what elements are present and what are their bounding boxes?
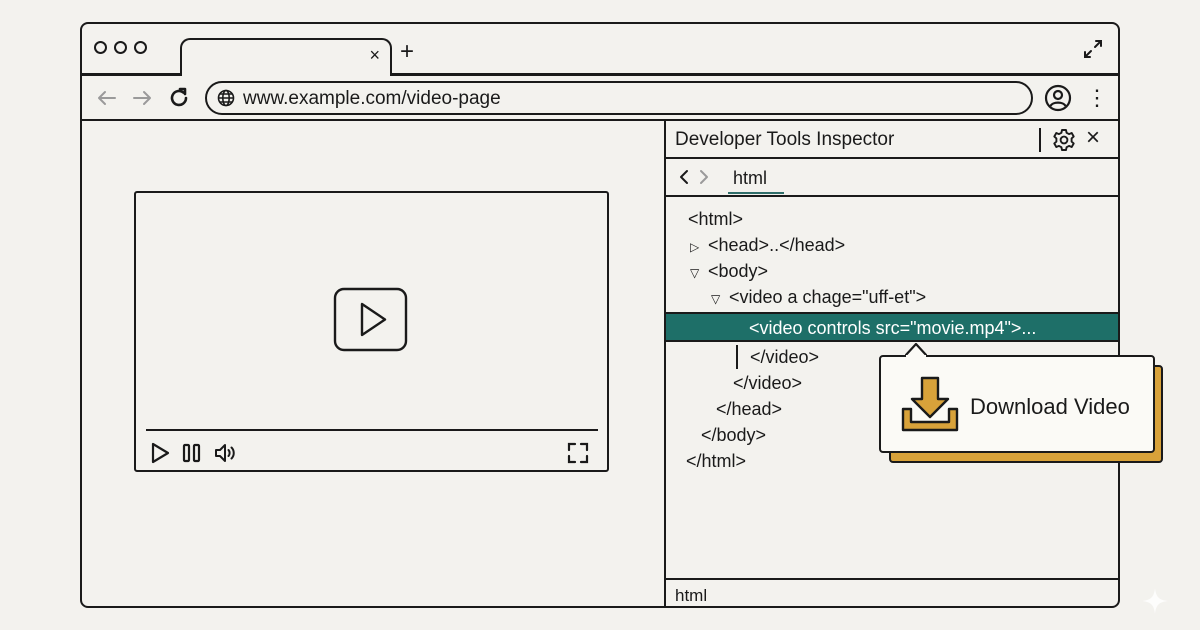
dom-node[interactable]: </video>: [750, 347, 820, 367]
chevron-right-icon[interactable]: [696, 168, 712, 186]
download-video-button[interactable]: Download Video: [879, 355, 1155, 453]
tab-divider: [390, 73, 1118, 76]
tab-divider: [82, 73, 182, 76]
selected-dom-node[interactable]: <video controls src="movie.mp4">...: [666, 312, 1118, 342]
dom-node[interactable]: </body>: [701, 425, 767, 445]
devtools-panel: Developer Tools Inspector × html <html>: [664, 121, 1118, 606]
status-breadcrumb[interactable]: html: [675, 586, 708, 605]
breadcrumb-active-indicator: [728, 192, 784, 194]
dom-node-label: <video controls src="movie.mp4">...: [749, 318, 1037, 338]
sparkle-icon: [1142, 588, 1168, 614]
window-close-dot[interactable]: [94, 41, 107, 54]
tab-close-button[interactable]: ×: [369, 45, 380, 65]
header-divider: [1039, 128, 1041, 152]
navigation-bar: www.example.com/video-page ⋮: [82, 75, 1118, 121]
tab-strip: × +: [82, 24, 1118, 76]
new-tab-button[interactable]: +: [400, 38, 415, 65]
pause-icon[interactable]: [180, 441, 204, 465]
reload-icon[interactable]: [166, 85, 192, 111]
volume-icon[interactable]: [213, 441, 237, 465]
dom-node[interactable]: </html>: [686, 451, 747, 471]
popup-pointer: [905, 343, 927, 357]
dom-node[interactable]: ▷<head>..</head>: [690, 232, 845, 260]
active-tab[interactable]: ×: [180, 38, 392, 76]
profile-icon[interactable]: [1044, 84, 1072, 112]
window-zoom-dot[interactable]: [134, 41, 147, 54]
back-arrow-icon[interactable]: [94, 85, 120, 111]
address-bar[interactable]: www.example.com/video-page: [205, 81, 1033, 115]
download-icon: [901, 376, 959, 432]
devtools-status-bar: html: [666, 578, 1118, 606]
play-icon[interactable]: [148, 441, 172, 465]
expand-icon[interactable]: [1082, 38, 1104, 60]
forward-arrow-icon[interactable]: [129, 85, 155, 111]
dom-node[interactable]: </video>: [733, 373, 803, 393]
globe-icon: [217, 89, 235, 107]
window-minimize-dot[interactable]: [114, 41, 127, 54]
breadcrumb-bar: html: [666, 159, 1118, 197]
tree-guide-line: [736, 345, 738, 369]
chevron-left-icon[interactable]: [676, 168, 692, 186]
window-controls: [94, 41, 147, 54]
seek-bar[interactable]: [146, 429, 598, 431]
fullscreen-icon[interactable]: [566, 441, 590, 465]
collapse-triangle-icon[interactable]: ▽: [690, 266, 700, 280]
download-video-label: Download Video: [970, 394, 1130, 419]
gear-icon[interactable]: [1052, 128, 1076, 152]
breadcrumb-item[interactable]: html: [733, 168, 768, 188]
url-text[interactable]: www.example.com/video-page: [243, 88, 501, 109]
dom-node[interactable]: <html>: [688, 209, 744, 229]
collapse-triangle-icon[interactable]: ▽: [711, 292, 721, 306]
devtools-header: Developer Tools Inspector ×: [666, 121, 1118, 159]
devtools-close-button[interactable]: ×: [1086, 124, 1101, 151]
browser-menu-button[interactable]: ⋮: [1086, 85, 1108, 110]
dom-node[interactable]: ▽<body>: [690, 258, 768, 286]
video-player[interactable]: [134, 191, 609, 472]
expand-triangle-icon[interactable]: ▷: [690, 240, 700, 254]
browser-window: × + www.example.com/video-page: [80, 22, 1120, 608]
dom-node[interactable]: </head>: [716, 399, 783, 419]
dom-tree: <html> ▷<head>..</head> ▽<body> ▽<video …: [666, 199, 1118, 579]
devtools-title: Developer Tools Inspector: [675, 129, 895, 150]
web-page: [82, 121, 664, 606]
dom-node[interactable]: ▽<video a chage="uff-et">: [711, 284, 926, 312]
play-icon[interactable]: [333, 287, 408, 352]
